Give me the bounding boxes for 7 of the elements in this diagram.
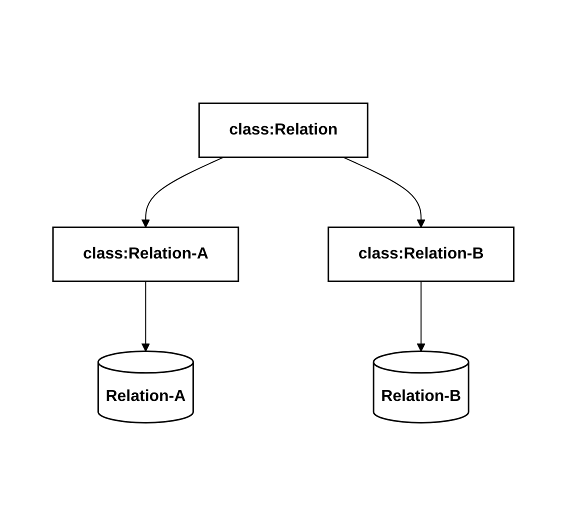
node-box: class:Relation [198, 102, 368, 158]
node-box: class:Relation-A [52, 226, 240, 282]
arrow [342, 156, 426, 228]
arrow [416, 280, 426, 352]
arrow [141, 156, 224, 228]
node-box: class:Relation-B [328, 226, 515, 282]
arrow [141, 280, 150, 352]
